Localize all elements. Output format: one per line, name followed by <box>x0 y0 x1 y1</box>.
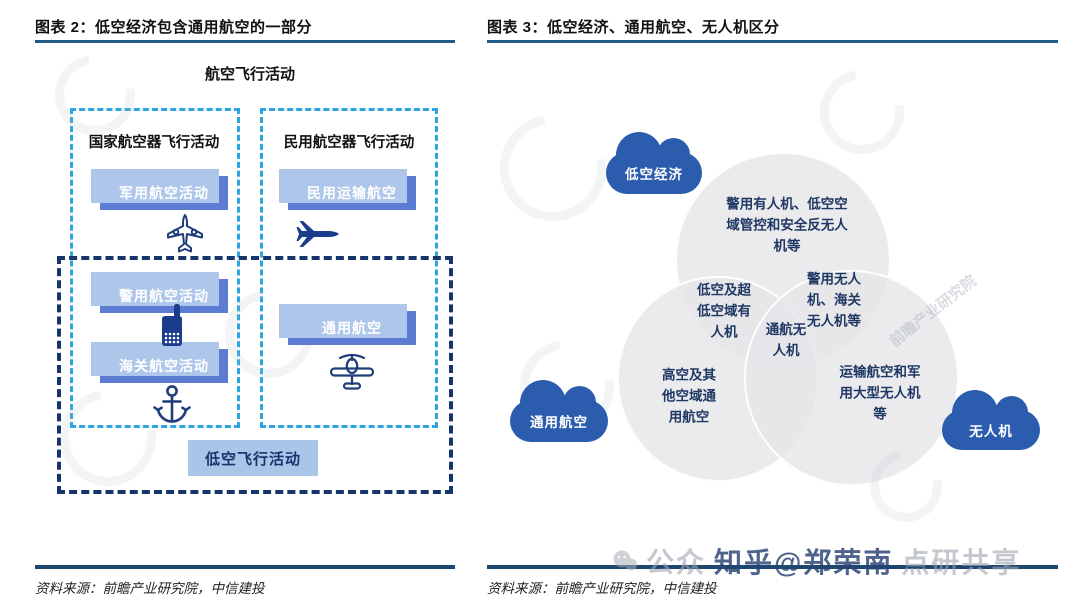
venn-region-center-all: 通航无 人机 <box>765 322 807 358</box>
cloud-low-altitude-economy-label: 低空经济 <box>625 167 683 182</box>
wechat-icon <box>613 550 637 571</box>
watermark-zhihu-handle: 知乎@郑荣南 <box>714 547 894 578</box>
watermark-gray-prefix: 公众 <box>646 547 707 578</box>
figure2-source: 资料来源：前瞻产业研究院，中信建投 <box>35 581 265 596</box>
walkie-talkie-icon <box>153 303 191 354</box>
flowchart-root-label: 航空飞行活动 <box>204 66 295 83</box>
transport-plane-icon <box>296 214 342 259</box>
figure2-title-rule <box>35 40 455 43</box>
venn-region-general-only: 高空及其 他空域通 用航空 <box>662 367 716 425</box>
node-general-aviation: 通用航空 <box>279 304 416 345</box>
venn-circle-drone <box>744 270 959 486</box>
figure3-source: 资料来源：前瞻产业研究院，中信建投 <box>487 581 717 596</box>
venn-region-economy-drone: 警用无人 机、海关 无人机等 <box>807 271 861 329</box>
node-police-aviation: 警用航空活动 <box>91 272 228 313</box>
figure3-title-rule <box>487 40 1058 43</box>
venn-region-economy-only: 警用有人机、低空空 域管控和安全反无人 机等 <box>726 196 848 254</box>
watermark-gray-suffix: 点研共享 <box>901 547 1022 578</box>
watermark-swirl <box>479 94 627 242</box>
civil-aircraft-group-label: 民用航空器飞行活动 <box>283 135 415 151</box>
figure3-title: 图表 3：低空经济、通用航空、无人机区分 <box>487 19 780 36</box>
cloud-drone-label: 无人机 <box>969 424 1013 439</box>
venn-region-economy-general: 低空及超 低空域有 人机 <box>697 282 751 340</box>
anchor-icon <box>150 383 194 433</box>
cloud-low-altitude-economy: 低空经济 <box>606 132 702 194</box>
cloud-drone: 无人机 <box>942 390 1040 450</box>
small-plane-icon <box>328 350 376 399</box>
node-customs-aviation: 海关航空活动 <box>91 342 228 383</box>
low-altitude-flight-label: 低空飞行活动 <box>188 440 318 476</box>
watermark-swirl <box>803 53 921 171</box>
military-jet-icon <box>163 212 207 263</box>
node-civil-transport-aviation: 民用运输航空 <box>279 169 416 210</box>
venn-region-drone-only: 运输航空和军 用大型无人机 等 <box>839 364 921 422</box>
cloud-general-aviation: 通用航空 <box>510 380 608 442</box>
bottom-watermark: 公众 知乎@郑荣南 点研共享 <box>612 541 1021 581</box>
low-altitude-group-box <box>57 256 453 494</box>
state-aircraft-group-label: 国家航空器飞行活动 <box>88 135 220 151</box>
figure3-footer-rule <box>487 565 1058 569</box>
figure2-title: 图表 2：低空经济包含通用航空的一部分 <box>35 19 313 36</box>
cloud-general-aviation-label: 通用航空 <box>530 415 588 430</box>
node-military-aviation: 军用航空活动 <box>91 169 228 210</box>
civil-aircraft-group-box <box>260 108 438 428</box>
figure2-footer-rule <box>35 565 455 569</box>
state-aircraft-group-box <box>70 108 240 428</box>
